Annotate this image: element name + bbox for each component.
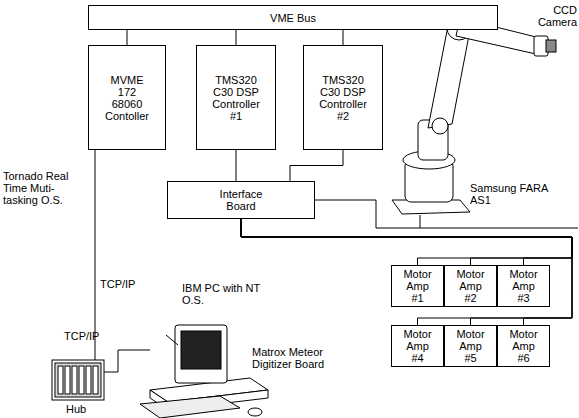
node-text: TMS320 C30 DSP Controller #2: [316, 74, 370, 122]
node-text: Motor Amp #3: [508, 268, 540, 304]
amp-box: Motor Amp #2: [444, 265, 497, 307]
connector: [236, 30, 237, 45]
connector: [127, 30, 128, 45]
node-text: Motor Amp #2: [455, 268, 487, 304]
connector: [290, 150, 343, 181]
interface-box: Interface Board: [167, 181, 315, 219]
bus-box: VME Bus: [88, 5, 498, 30]
connector: [241, 219, 572, 325]
hub-label: Hub: [66, 403, 106, 415]
hub-icon: [52, 360, 104, 400]
connector: [236, 150, 237, 181]
controller-box: TMS320 C30 DSP Controller #1: [196, 45, 276, 150]
controller-box: MVME 172 68060 Contoller: [88, 45, 166, 150]
protocol-label: TCP/IP: [64, 330, 114, 342]
amp-box: Motor Amp #6: [497, 325, 550, 367]
connector: [241, 219, 572, 325]
computer-label: IBM PC with NT O.S.: [182, 282, 262, 306]
amp-box: Motor Amp #5: [444, 325, 497, 367]
board-label: Matrox Meteor Digitizer Board: [252, 346, 332, 370]
pc-icon: [140, 325, 268, 418]
connector: [241, 219, 572, 265]
amp-box: Motor Amp #3: [497, 265, 550, 307]
os-label: Tornado Real Time Muti-tasking O.S.: [3, 170, 75, 206]
connector: [343, 30, 344, 45]
node-text: VME Bus: [193, 12, 393, 24]
connector: [241, 219, 572, 265]
node-text: Motor Amp #1: [402, 268, 434, 304]
robot-cable: [420, 215, 578, 228]
node-text: Motor Amp #6: [508, 328, 540, 364]
node-text: TMS320 C30 DSP Controller #1: [209, 74, 263, 122]
node-text: Interface Board: [211, 188, 271, 212]
node-text: Motor Amp #4: [402, 328, 434, 364]
controller-box: TMS320 C30 DSP Controller #2: [303, 45, 383, 150]
node-text: Motor Amp #5: [455, 328, 487, 364]
amp-box: Motor Amp #4: [391, 325, 444, 367]
robot-arm: [392, 16, 556, 214]
connector: [241, 219, 572, 325]
node-text: MVME 172 68060 Contoller: [102, 74, 152, 122]
network-wire: [104, 350, 150, 372]
connector: [241, 219, 572, 265]
robot-label: Samsung FARA AS1: [470, 182, 550, 206]
camera-label: CCD Camera: [535, 4, 577, 28]
amp-box: Motor Amp #1: [391, 265, 444, 307]
network-wire: [95, 150, 96, 360]
protocol-label: TCP/IP: [100, 278, 150, 290]
